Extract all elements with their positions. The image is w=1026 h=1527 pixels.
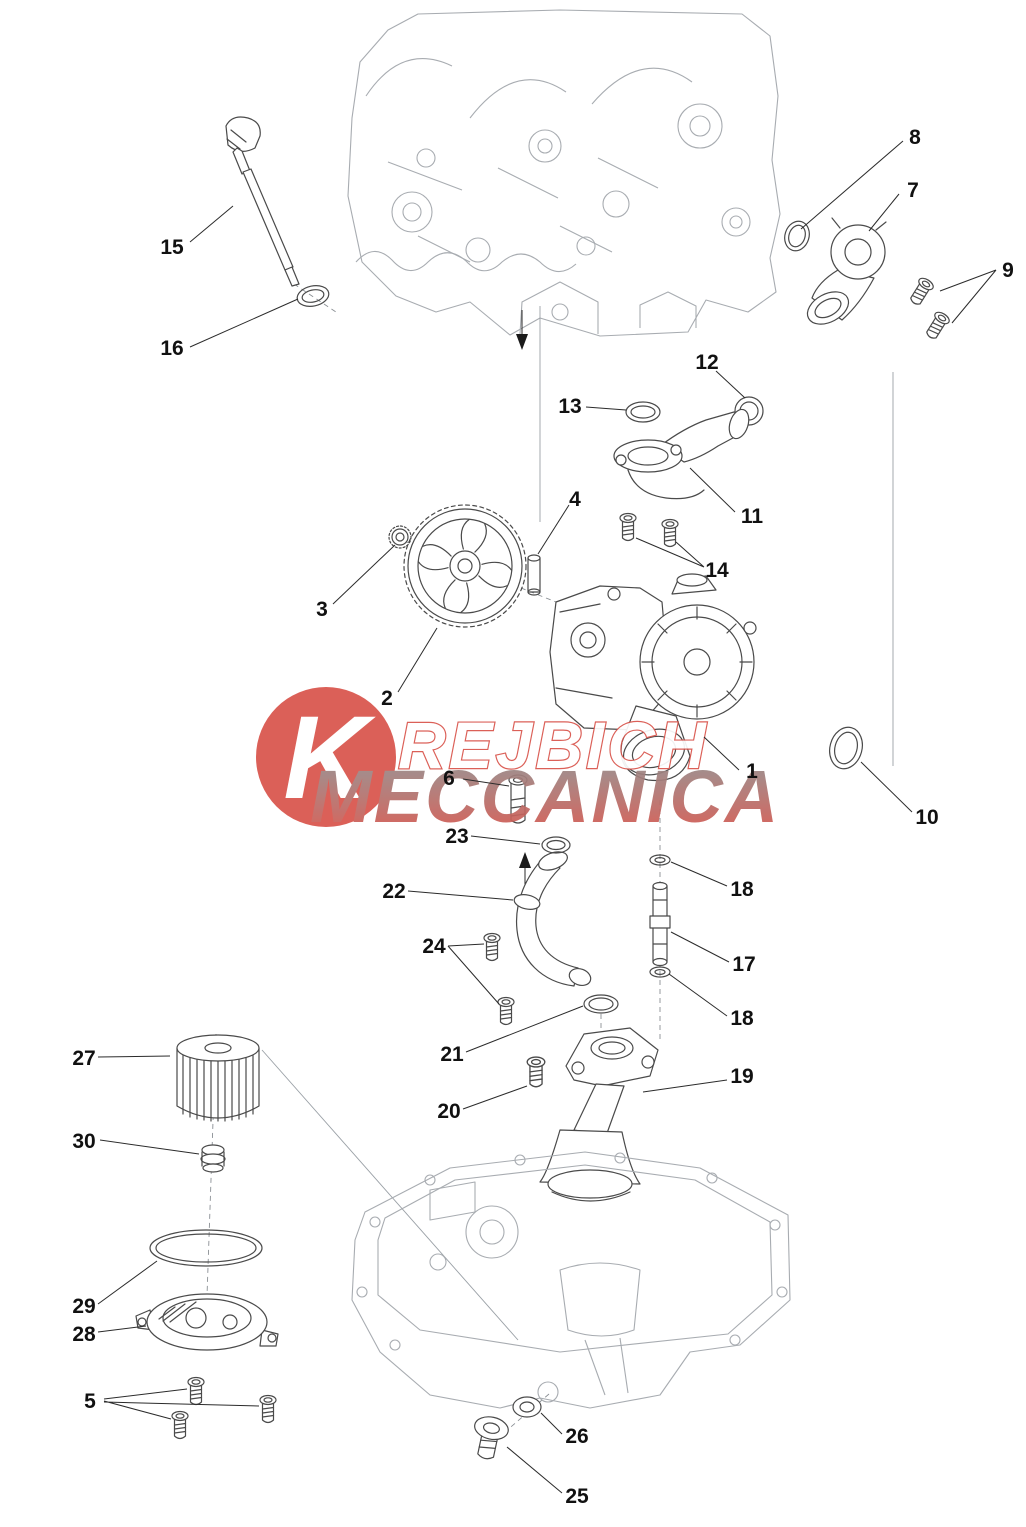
callout-9: 9: [1002, 259, 1014, 282]
callout-12: 12: [695, 351, 718, 374]
drain-plug-25-drawing: [474, 1416, 509, 1460]
washer-18b-drawing: [649, 966, 671, 978]
oring-21-drawing: [583, 994, 619, 1014]
watermark: K REJBICH MECCANICA: [256, 687, 780, 838]
callout-28: 28: [72, 1323, 96, 1346]
outlet-elbow-drawing: [613, 408, 750, 500]
oring-29-drawing: [149, 1229, 263, 1267]
oil-filter-27-drawing: [176, 1034, 260, 1122]
callout-1: 1: [746, 760, 758, 783]
watermark-word1: REJBICH: [398, 708, 709, 782]
callout-22: 22: [382, 880, 405, 903]
washer-3-drawing: [388, 525, 412, 549]
washer-26-drawing: [512, 1396, 542, 1418]
callout-20: 20: [437, 1100, 460, 1123]
spring-30-drawing: [200, 1144, 226, 1173]
callout-13: 13: [558, 395, 581, 418]
callout-30: 30: [72, 1130, 95, 1153]
oring-23-drawing: [541, 836, 571, 854]
watermark-logo-letter: K: [283, 692, 376, 824]
callout-27: 27: [72, 1047, 95, 1070]
callout-18a: 18: [730, 878, 754, 901]
callout-15: 15: [160, 236, 184, 259]
bolt-5b-drawing: [171, 1410, 189, 1440]
oil-tube-17-drawing: [649, 881, 671, 967]
callout-5: 5: [84, 1390, 96, 1413]
leader-lines: [97, 140, 997, 1494]
bolt-5c-drawing: [259, 1394, 277, 1424]
callout-21: 21: [440, 1043, 464, 1066]
screw-9b-drawing: [922, 309, 952, 342]
drive-gear-drawing: [403, 504, 527, 628]
filter-cover-28-drawing: [135, 1293, 279, 1351]
bolt-24b-drawing: [497, 996, 515, 1026]
bolt-5a-drawing: [187, 1376, 205, 1406]
bolt-20-drawing: [526, 1056, 546, 1088]
callout-17: 17: [732, 953, 755, 976]
oil-pan-drawing: [351, 1151, 791, 1409]
oring-13-drawing: [625, 401, 661, 423]
callout-10: 10: [915, 806, 938, 829]
callout-23: 23: [445, 825, 468, 848]
dipstick-drawing: [225, 116, 300, 287]
bolt-14b-drawing: [661, 518, 679, 548]
callout-29: 29: [72, 1295, 95, 1318]
callout-2: 2: [381, 687, 393, 710]
washer-18a-drawing: [649, 854, 671, 866]
water-pump-drawing: [549, 573, 757, 782]
callout-24: 24: [422, 935, 446, 958]
callout-6: 6: [443, 767, 455, 790]
flow-arrow-up: [519, 852, 531, 886]
flow-arrow-down: [516, 310, 528, 350]
callout-26: 26: [565, 1425, 588, 1448]
bolt-14a-drawing: [619, 512, 637, 542]
engine-block-drawing: [347, 9, 781, 337]
callout-19: 19: [730, 1065, 753, 1088]
bolt-6-drawing: [508, 774, 528, 824]
oring-10-drawing: [829, 726, 863, 770]
watermark-logo-circle: [256, 687, 396, 827]
callout-18b: 18: [730, 1007, 754, 1030]
oil-pickup-drawing: [539, 1027, 659, 1202]
callout-11: 11: [741, 505, 764, 528]
watermark-word2: MECCANICA: [310, 755, 780, 838]
pin-4-drawing: [527, 554, 541, 596]
callout-16: 16: [160, 337, 183, 360]
callout-7: 7: [907, 179, 919, 202]
callout-14: 14: [705, 559, 729, 582]
water-outlet-drawing: [806, 217, 887, 325]
oring-8-drawing: [784, 220, 810, 252]
callout-3: 3: [316, 598, 328, 621]
callout-8: 8: [909, 126, 921, 149]
screw-9a-drawing: [906, 275, 936, 308]
callout-25: 25: [565, 1485, 589, 1508]
callout-labels: 8 7 9 15 16 12 13 11 14 4 3 2 6 1 10 23 …: [72, 126, 1014, 1508]
bolt-24a-drawing: [483, 932, 501, 962]
bypass-hose-drawing: [513, 851, 592, 987]
callout-4: 4: [569, 488, 581, 511]
